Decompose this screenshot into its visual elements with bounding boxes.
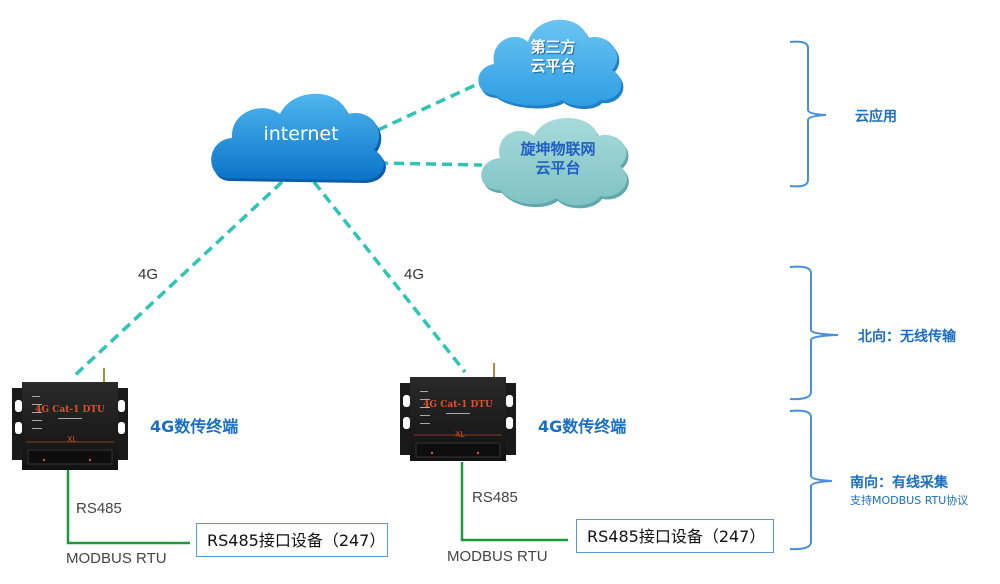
xuankun-cloud <box>481 118 629 209</box>
link-internet-third-party <box>377 80 483 132</box>
internet-cloud <box>211 93 386 183</box>
protocol-label-left: MODBUS RTU <box>66 550 167 567</box>
link-internet-xuankun <box>377 161 483 167</box>
wire-left <box>66 470 190 545</box>
xuankun-line1: 旋坤物联网 <box>520 140 596 158</box>
third-party-line2: 云平台 <box>530 56 576 75</box>
rs485-device-box-right: RS485接口设备（247） <box>576 519 774 553</box>
dtu-device-left: 4G Cat-1 DTU XL <box>12 368 128 470</box>
wireless-links <box>70 80 483 380</box>
bracket-north <box>789 265 839 401</box>
bracket-south <box>789 409 833 551</box>
svg-text:4G Cat-1 DTU: 4G Cat-1 DTU <box>423 400 493 410</box>
xuankun-line2: 云平台 <box>535 158 581 177</box>
svg-text:4G Cat-1 DTU: 4G Cat-1 DTU <box>35 405 105 415</box>
protocol-label-right: MODBUS RTU <box>447 548 548 565</box>
link-label-4g-left: 4G <box>138 266 159 283</box>
rs485-device-box-left: RS485接口设备（247） <box>196 523 388 557</box>
third-party-cloud-label: 第三方 云平台 <box>498 38 608 76</box>
serial-link-label-left: RS485 <box>76 500 122 517</box>
bracket-cloud-app <box>789 40 827 188</box>
terminal-label-right: 4G数传终端 <box>538 417 627 436</box>
link-internet-terminal-left <box>70 180 284 380</box>
layer-brackets <box>789 40 839 551</box>
wire-right <box>460 462 568 542</box>
link-internet-terminal-right <box>312 180 467 374</box>
terminal-label-left: 4G数传终端 <box>150 417 239 436</box>
layer-title-cloud-app: 云应用 <box>855 109 897 125</box>
dtu-device-right: 4G Cat-1 DTU XL <box>400 363 516 461</box>
svg-text:XL: XL <box>455 430 465 439</box>
wired-links <box>66 462 568 545</box>
layer-subtitle-south: 支持MODBUS RTU协议 <box>850 494 969 507</box>
layer-title-south: 南向：有线采集 <box>850 475 948 491</box>
layer-title-north: 北向：无线传输 <box>858 329 956 345</box>
third-party-line1: 第三方 <box>530 38 576 56</box>
third-party-cloud <box>478 19 624 109</box>
xuankun-cloud-label: 旋坤物联网 云平台 <box>488 140 628 178</box>
svg-text:XL: XL <box>67 435 77 444</box>
internet-cloud-label: internet <box>263 123 339 145</box>
serial-link-label-right: RS485 <box>472 489 518 506</box>
link-label-4g-right: 4G <box>404 266 425 283</box>
